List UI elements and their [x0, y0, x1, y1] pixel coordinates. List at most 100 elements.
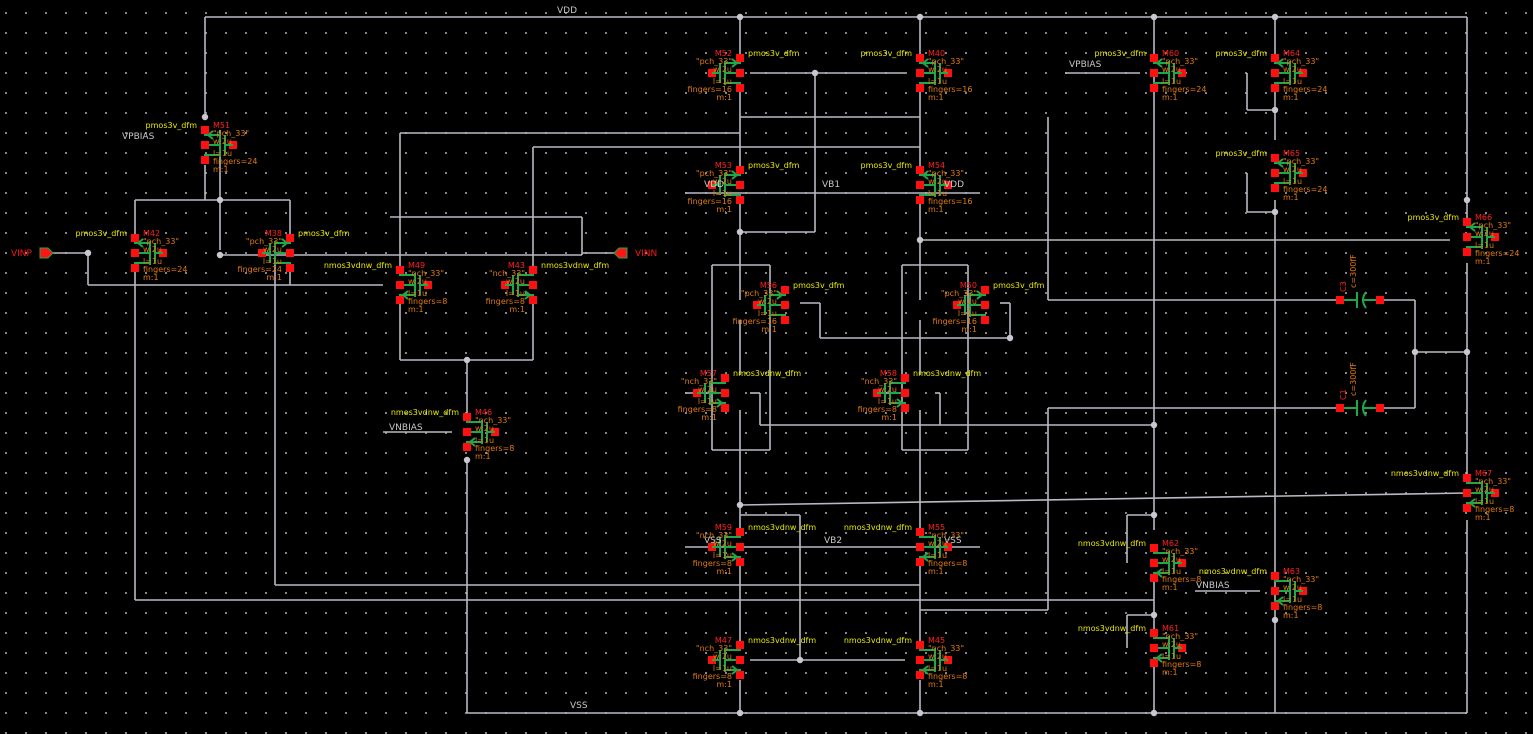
- pin[interactable]: [463, 443, 471, 451]
- pin[interactable]: [916, 558, 924, 566]
- pin[interactable]: [736, 84, 744, 92]
- pin[interactable]: [529, 266, 537, 274]
- pin[interactable]: [1271, 587, 1279, 595]
- pin[interactable]: [736, 166, 744, 174]
- pin[interactable]: [916, 69, 924, 77]
- transistor-m45[interactable]: M45"nch_33"w:2ul=1ufingers=8m:1nmos3vdnw…: [844, 636, 968, 689]
- pin[interactable]: [286, 264, 294, 272]
- pin[interactable]: [1150, 69, 1158, 77]
- transistor-m56[interactable]: M56"pch_33"w:2ul=1ufingers=16m:1pmos3v_d…: [733, 281, 845, 334]
- pin[interactable]: [1150, 574, 1158, 582]
- pin[interactable]: [1271, 602, 1279, 610]
- pin[interactable]: [1463, 248, 1471, 256]
- wire[interactable]: [739, 492, 1468, 506]
- pin[interactable]: [201, 156, 209, 164]
- transistor-m55[interactable]: M55"nch_33"w:2ul=1ufingers=8m:1nmos3vdnw…: [844, 523, 968, 576]
- pin[interactable]: [463, 413, 471, 421]
- pin[interactable]: [916, 671, 924, 679]
- pin[interactable]: [721, 374, 729, 382]
- pin[interactable]: [201, 141, 209, 149]
- pin[interactable]: [1376, 296, 1384, 304]
- pin[interactable]: [736, 543, 744, 551]
- pin[interactable]: [1336, 296, 1344, 304]
- pin[interactable]: [736, 656, 744, 664]
- transistor-m38[interactable]: M38"pch_33"w:2ul=1ufingers=24m:1pmos3v_d…: [238, 229, 350, 282]
- pin[interactable]: [916, 641, 924, 649]
- pin[interactable]: [781, 301, 789, 309]
- pin[interactable]: [1463, 504, 1471, 512]
- transistor-m63[interactable]: M63"nch_33"w:2ul=1ufingers=8m:1nmos3vdnw…: [1199, 567, 1323, 620]
- pin[interactable]: [781, 286, 789, 294]
- transistor-m66[interactable]: M66"pch_33"w:2ul=1ufingers=24m:1pmos3v_d…: [1408, 213, 1520, 266]
- pin[interactable]: [916, 181, 924, 189]
- transistor-m62[interactable]: M62"nch_33"w:2ul=1ufingers=8m:1nmos3vdnw…: [1078, 539, 1202, 592]
- transistor-m58[interactable]: M58"nch_33"w:2ul=1ufingers=8m:1nmos3vdnw…: [858, 369, 982, 422]
- pin[interactable]: [721, 404, 729, 412]
- transistor-m65[interactable]: M65"pch_33"w:2ul=1ufingers=24m:1pmos3v_d…: [1216, 149, 1328, 202]
- pin[interactable]: [736, 69, 744, 77]
- pin[interactable]: [1271, 184, 1279, 192]
- pin[interactable]: [981, 286, 989, 294]
- pin[interactable]: [1150, 629, 1158, 637]
- transistor-m40[interactable]: M40"pch_33"w:2ul=1ufingers=16m:1pmos3v_d…: [861, 49, 973, 102]
- input-port-vinn-icon[interactable]: [613, 247, 628, 259]
- pin[interactable]: [736, 196, 744, 204]
- pin[interactable]: [396, 296, 404, 304]
- pin[interactable]: [131, 249, 139, 257]
- pin[interactable]: [396, 266, 404, 274]
- pin[interactable]: [1271, 154, 1279, 162]
- pin[interactable]: [721, 389, 729, 397]
- pin[interactable]: [131, 234, 139, 242]
- pin[interactable]: [901, 389, 909, 397]
- transistor-m51[interactable]: M51"pch_33"w:2ul=1ufingers=24m:1pmos3v_d…: [146, 121, 258, 174]
- transistor-m57[interactable]: M57"nch_33"w:2ul=1ufingers=8m:1nmos3vdnw…: [678, 369, 802, 422]
- pin[interactable]: [1463, 233, 1471, 241]
- pin[interactable]: [1150, 544, 1158, 552]
- pin[interactable]: [901, 374, 909, 382]
- pin[interactable]: [736, 558, 744, 566]
- pin[interactable]: [1271, 54, 1279, 62]
- transistor-m50[interactable]: M50"pch_33"w:2ul=1ufingers=16m:1pmos3v_d…: [933, 281, 1045, 334]
- pin[interactable]: [736, 181, 744, 189]
- pin[interactable]: [1150, 559, 1158, 567]
- pin[interactable]: [916, 543, 924, 551]
- transistor-m52[interactable]: M52"pch_33"w:2ul=1ufingers=16m:1pmos3v_d…: [688, 49, 800, 102]
- transistor-m54[interactable]: M54"pch_33"w:2ul=1ufingers=16m:1pmos3v_d…: [861, 161, 973, 214]
- pin[interactable]: [1463, 218, 1471, 226]
- pin[interactable]: [529, 281, 537, 289]
- transistor-m42[interactable]: M42"pch_33"w:2ul=1ufingers=24m:1pmos3v_d…: [76, 229, 188, 282]
- transistor-m59[interactable]: M59"nch_33"w:2ul=1ufingers=8m:1nmos3vdnw…: [693, 523, 817, 576]
- pin[interactable]: [916, 196, 924, 204]
- pin[interactable]: [396, 281, 404, 289]
- pin[interactable]: [901, 404, 909, 412]
- pin[interactable]: [981, 316, 989, 324]
- pin[interactable]: [916, 656, 924, 664]
- transistor-m43[interactable]: M43"nch_33"w:2ul=1ufingers=8m:1nmos3vdnw…: [486, 261, 610, 314]
- input-port-vinp-icon[interactable]: [39, 247, 54, 259]
- transistor-m47[interactable]: M47"nch_33"w:2ul=1ufingers=8m:1nmos3vdnw…: [693, 636, 817, 689]
- pin[interactable]: [1271, 572, 1279, 580]
- pin[interactable]: [916, 166, 924, 174]
- transistor-m60[interactable]: M60"pch_33"w:2ul=1ufingers=24m:1pmos3v_d…: [1095, 49, 1207, 102]
- pin[interactable]: [736, 671, 744, 679]
- pin[interactable]: [1271, 69, 1279, 77]
- pin[interactable]: [131, 264, 139, 272]
- pin[interactable]: [1150, 54, 1158, 62]
- pin[interactable]: [736, 641, 744, 649]
- transistor-m67[interactable]: M67"nch_33"w:2ul=1ufingers=8m:1nmos3vdnw…: [1391, 469, 1515, 522]
- transistor-m46[interactable]: M46"nch_33"w:2ul=1ufingers=8m:1nmos3vdnw…: [391, 408, 515, 461]
- pin[interactable]: [916, 84, 924, 92]
- pin[interactable]: [1271, 169, 1279, 177]
- pin[interactable]: [1376, 404, 1384, 412]
- pin[interactable]: [1463, 474, 1471, 482]
- pin[interactable]: [201, 126, 209, 134]
- transistor-m49[interactable]: M49"nch_33"w:2ul=1ufingers=8m:1nmos3vdnw…: [324, 261, 448, 314]
- pin[interactable]: [781, 316, 789, 324]
- transistor-m64[interactable]: M64"pch_33"w:2ul=1ufingers=24m:1pmos3v_d…: [1216, 49, 1328, 102]
- pin[interactable]: [286, 249, 294, 257]
- pin[interactable]: [916, 54, 924, 62]
- pin[interactable]: [529, 296, 537, 304]
